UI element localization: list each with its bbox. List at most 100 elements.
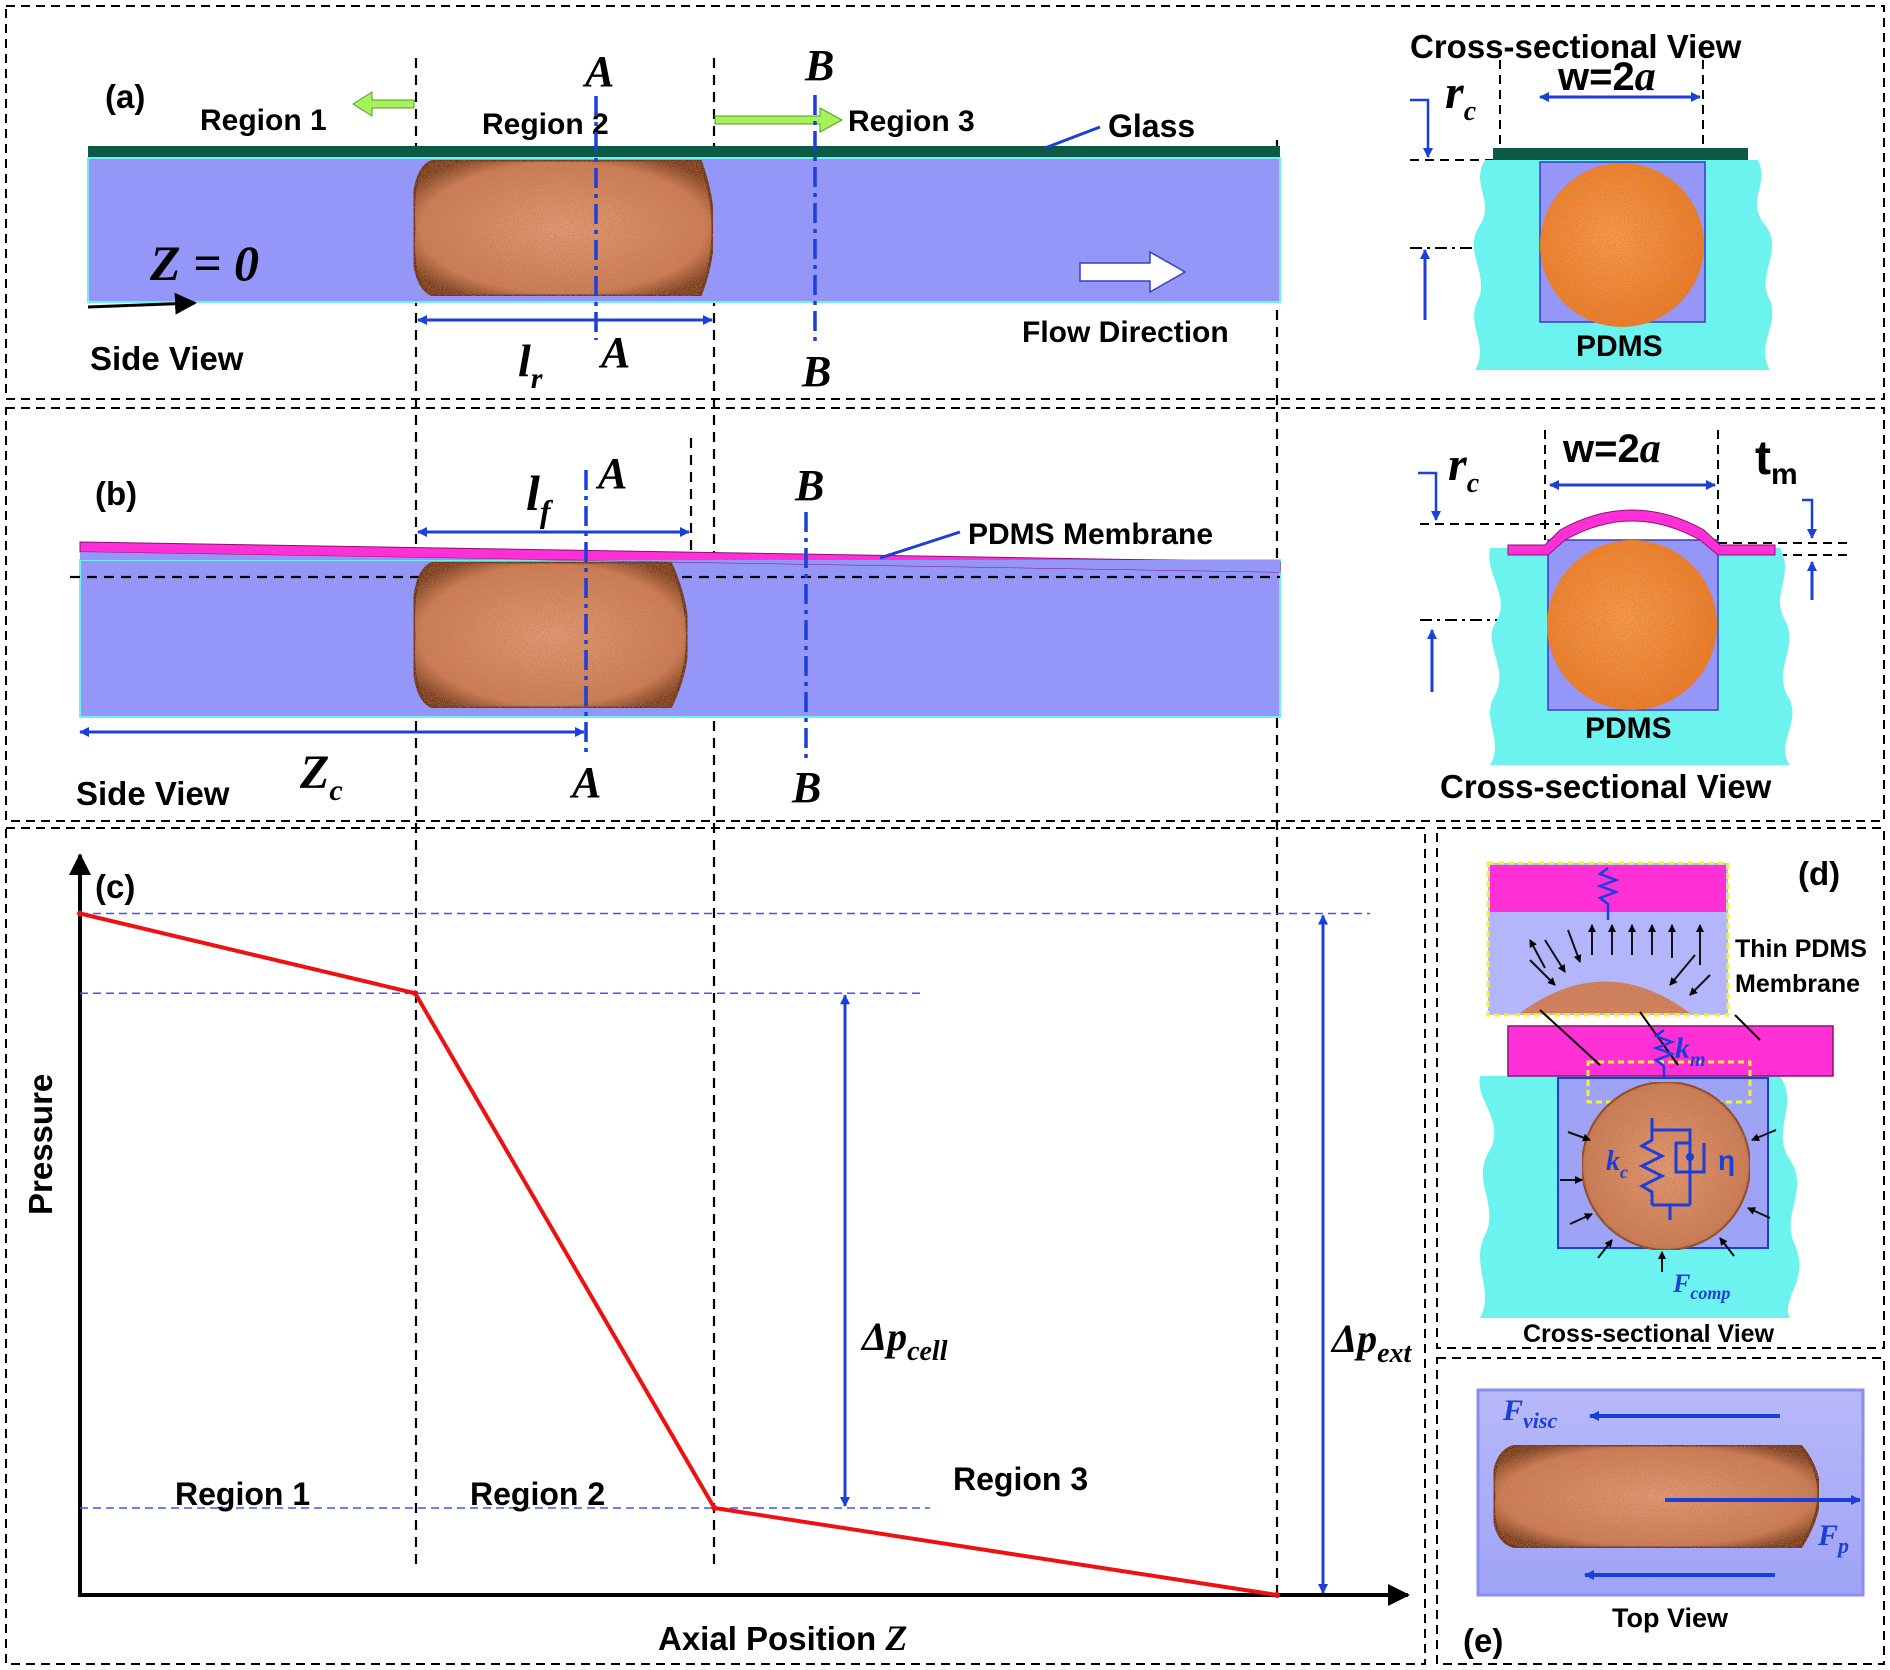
panel-d: (d) Thin PDMS Membrane [1479, 855, 1867, 1348]
zoom-leader-left [1539, 1009, 1601, 1066]
section-b-top: B [804, 41, 834, 90]
w-label-b: w=2a [1562, 426, 1661, 472]
membrane-label: PDMS Membrane [968, 518, 1213, 551]
fp-label: Fp [1817, 1519, 1849, 1558]
zoom-cell-cap [1520, 981, 1690, 1013]
cross-d-title: Cross-sectional View [1523, 1320, 1775, 1348]
cell-cross-d [1581, 1081, 1751, 1251]
km-spring [1652, 1029, 1676, 1078]
panel-a: (a) Region 1 Region 2 Region 3 Glass A A… [87, 28, 1773, 396]
pdms-label-a: PDMS [1576, 330, 1663, 363]
zoom-spring [1596, 867, 1620, 920]
dp-ext-label: Δpext [1330, 1316, 1413, 1369]
region-3-label: Region 3 [848, 105, 975, 138]
fvisc-label: Fvisc [1502, 1394, 1557, 1433]
panel-frames [5, 5, 1885, 1665]
kelvin-voigt-model [1638, 1118, 1706, 1220]
top-view-label: Top View [1612, 1603, 1729, 1633]
panel-b-label: (b) [95, 475, 137, 512]
z-axis-arrow [87, 292, 197, 315]
chart-region-3: Region 3 [953, 1461, 1088, 1497]
chart-panel-label: (c) [95, 868, 135, 905]
km-label: km [1675, 1032, 1706, 1071]
kc-label: kc [1606, 1146, 1628, 1182]
y-axis-label: Pressure [22, 1074, 59, 1215]
panel-e-label: (e) [1463, 1622, 1503, 1659]
cell-cross-b [1547, 540, 1717, 710]
panel-e: Fvisc Fp Top View (e) [1463, 1388, 1865, 1659]
flow-direction-label: Flow Direction [1022, 316, 1229, 349]
arrow-right-green [714, 107, 844, 133]
panel-a-label: (a) [105, 78, 145, 115]
cell-side-b [412, 560, 689, 710]
region-guides [414, 58, 1279, 1595]
membrane-leader [879, 530, 961, 560]
membrane-cross-d [1507, 1025, 1834, 1077]
arrow-left-green [352, 91, 415, 117]
rc-top-arrow-b [1418, 471, 1441, 521]
lr-label: lr [518, 335, 543, 395]
x-axis-label: Axial Position Z [658, 1618, 907, 1658]
cell-side-a [412, 158, 715, 298]
pressure-point-2 [412, 990, 419, 997]
glass-label: Glass [1108, 108, 1195, 144]
cross-b-title: Cross-sectional View [1440, 768, 1772, 805]
frame-e [1436, 1357, 1885, 1665]
cell-cross-a [1540, 163, 1704, 327]
thin-membrane-label-1: Thin PDMS [1735, 935, 1867, 963]
panel-b: (b) PDMS Membrane lf A A B B Zc Side Vie… [70, 426, 1850, 812]
pressure-point-1 [77, 910, 83, 917]
panel-d-label: (d) [1798, 855, 1840, 892]
frame-c [5, 827, 1426, 1665]
rc-top-arrow-a [1410, 98, 1433, 158]
zoom-pressure-arrows [1529, 924, 1711, 996]
zoom-leader-mid [1639, 1011, 1679, 1066]
tm-arrow-top [1802, 498, 1817, 539]
section-a-top-b: A [595, 449, 627, 498]
dashpot-piston [1686, 1153, 1694, 1161]
rc-label-a: rc [1445, 66, 1477, 127]
section-b-bottom-b: B [791, 763, 821, 812]
cell-top-view [1492, 1443, 1821, 1550]
frame-d [1436, 827, 1885, 1349]
section-b-top-b: B [794, 461, 824, 510]
section-a-top: A [582, 47, 614, 96]
tm-label: tm [1755, 432, 1798, 491]
thin-membrane-label-2: Membrane [1735, 970, 1860, 998]
compression-arrows [1560, 1129, 1777, 1272]
frame-a [5, 5, 1885, 400]
pressure-series-line [79, 911, 1278, 1597]
side-view-b-label: Side View [76, 775, 230, 812]
pdms-label-b: PDMS [1585, 712, 1672, 745]
fcomp-label: Fcomp [1672, 1269, 1730, 1303]
membrane-cross-b [1507, 509, 1776, 556]
cross-a-title: Cross-sectional View [1410, 28, 1742, 65]
lf-label: lf [526, 465, 554, 529]
thin-membrane-leader [1734, 1014, 1761, 1041]
chart-region-2: Region 2 [470, 1476, 605, 1512]
pressure-points [77, 910, 1280, 1598]
section-a-bottom: A [598, 328, 630, 377]
region-1-label: Region 1 [200, 104, 327, 137]
z0-label: Z = 0 [149, 235, 259, 291]
flow-arrow [1079, 250, 1187, 294]
glass-cross-a [1493, 148, 1748, 160]
glass-slide [88, 146, 1280, 158]
region-2-label: Region 2 [482, 108, 609, 141]
glass-leader [1044, 125, 1101, 150]
dp-cell-label: Δpcell [860, 1314, 948, 1367]
eta-label: η [1718, 1145, 1735, 1176]
rc-label-b: rc [1448, 438, 1480, 499]
pressure-point-3 [711, 1505, 718, 1511]
pressure-point-4 [1274, 1592, 1280, 1598]
frame-b [5, 407, 1885, 822]
side-view-a-label: Side View [90, 340, 244, 377]
chart-region-1: Region 1 [175, 1476, 310, 1512]
panel-c-chart: (c) Pressure Axial Position Z Δpcell Δpe… [22, 853, 1413, 1658]
membrane-gap [80, 552, 1280, 572]
section-b-bottom: B [801, 347, 831, 396]
section-a-bottom-b: A [569, 758, 601, 807]
w-label-a: w=2a [1557, 54, 1656, 100]
zc-label: Zc [299, 746, 343, 807]
